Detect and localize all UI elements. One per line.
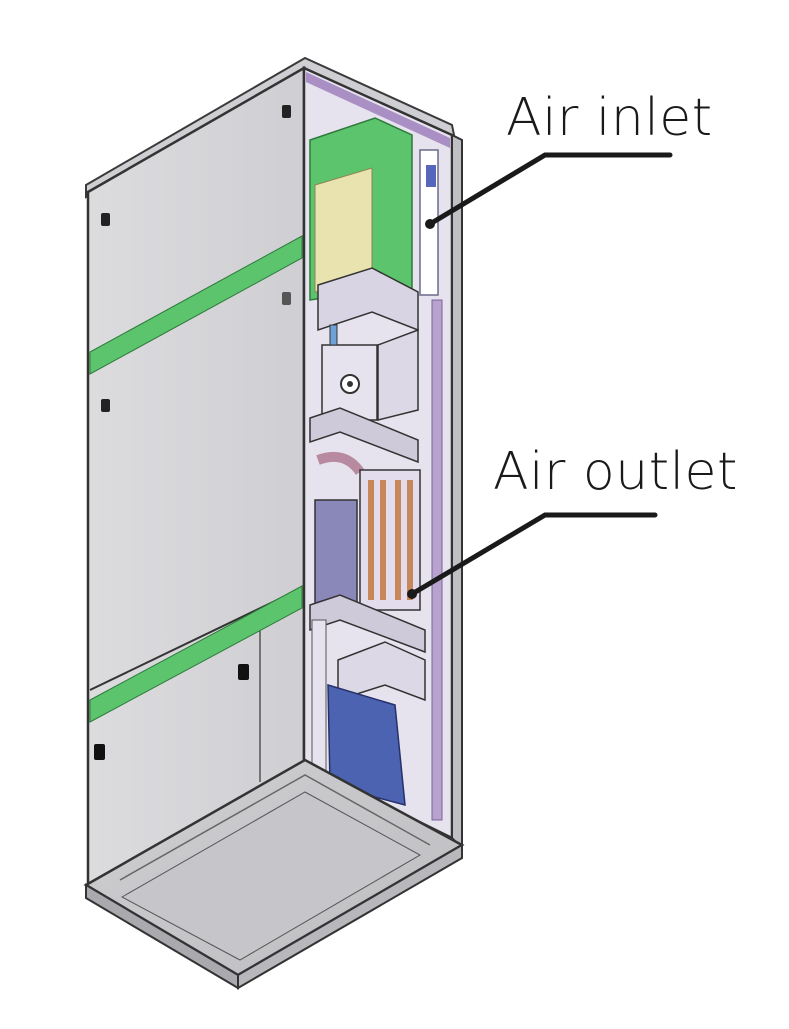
- base-drain-plate: [120, 791, 422, 961]
- air-inlet-leader-line: [427, 152, 673, 227]
- base-plinth-right: [237, 843, 463, 990]
- front-panel: [86, 65, 306, 893]
- heat-exchanger: [314, 499, 358, 611]
- purple-trim-right: [431, 299, 443, 821]
- green-strip-upper: [89, 235, 303, 375]
- compressor-blue-block: [327, 683, 406, 807]
- latch-slot: [238, 664, 249, 680]
- fan-hub: [347, 381, 353, 387]
- frame-post: [311, 619, 327, 771]
- coil-tubes: [368, 480, 413, 600]
- air-inlet-label: Air inlet: [506, 88, 713, 148]
- air-outlet-leader-line: [409, 512, 658, 597]
- air-outlet-marker: [407, 589, 417, 599]
- pipe-bend: [316, 452, 365, 476]
- base-inner-rim: [119, 774, 431, 881]
- inlet-grille-blue: [426, 165, 436, 187]
- latch-slot: [101, 399, 110, 412]
- fan-motor: [377, 328, 419, 421]
- sensor-probe: [329, 324, 338, 346]
- shelf-mid: [309, 407, 419, 464]
- purple-trim-top: [306, 72, 450, 148]
- right-edge-frame: [451, 133, 463, 851]
- air-inlet-marker: [425, 219, 435, 229]
- latch-slot: [282, 105, 291, 118]
- air-outlet-label: Air outlet: [493, 442, 738, 502]
- shelf-lower: [309, 594, 426, 654]
- latch-slot: [101, 213, 110, 226]
- latch-slot: [282, 292, 291, 305]
- green-strip-lower: [89, 585, 303, 723]
- latch-slot: [94, 744, 105, 760]
